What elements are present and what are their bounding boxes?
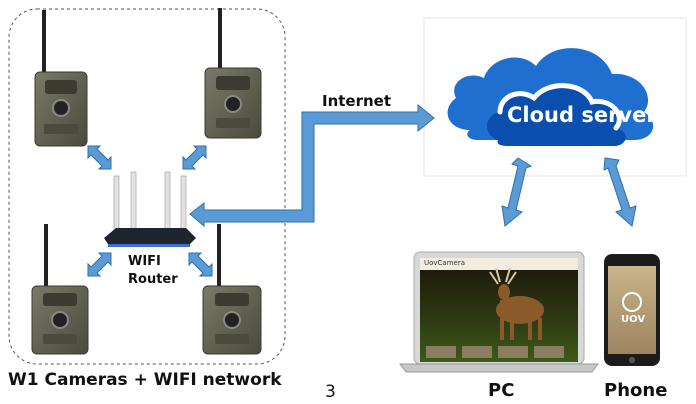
camera-top-left-arrow	[87, 145, 112, 170]
camera-bottom-left-arrow	[87, 252, 112, 277]
smartphone	[604, 254, 660, 366]
internet-link-arrow	[189, 103, 435, 228]
laptop-brand-text: UovCamera	[424, 259, 466, 267]
camera-network-boundary	[8, 8, 286, 365]
trail-camera-top-left	[34, 10, 88, 147]
cloud-server-label: Cloud server	[507, 103, 657, 127]
trail-camera-bottom-left	[31, 224, 89, 355]
deer-image	[489, 267, 544, 340]
page-number: 3	[325, 382, 336, 402]
pc-label: PC	[488, 380, 515, 401]
connection-arrows	[87, 103, 637, 277]
trail-camera-bottom-right	[202, 224, 262, 355]
trail-camera-top-right	[204, 8, 262, 139]
phone-logo-text: UOV	[621, 314, 646, 325]
cloud-icon	[447, 48, 654, 146]
laptop-pc	[399, 251, 599, 373]
camera-top-right-arrow	[182, 145, 207, 170]
router-label-line2: Router	[128, 272, 178, 287]
cloud-phone-arrow	[603, 157, 637, 227]
camera-bottom-right-arrow	[188, 252, 213, 277]
phone-label: Phone	[604, 380, 668, 401]
cloud-pc-arrow	[501, 157, 533, 227]
internet-label: Internet	[322, 92, 392, 110]
wifi-router	[104, 171, 196, 247]
cameras-network-caption: W1 Cameras + WIFI network	[8, 370, 282, 390]
router-label-line1: WIFI	[128, 254, 161, 269]
